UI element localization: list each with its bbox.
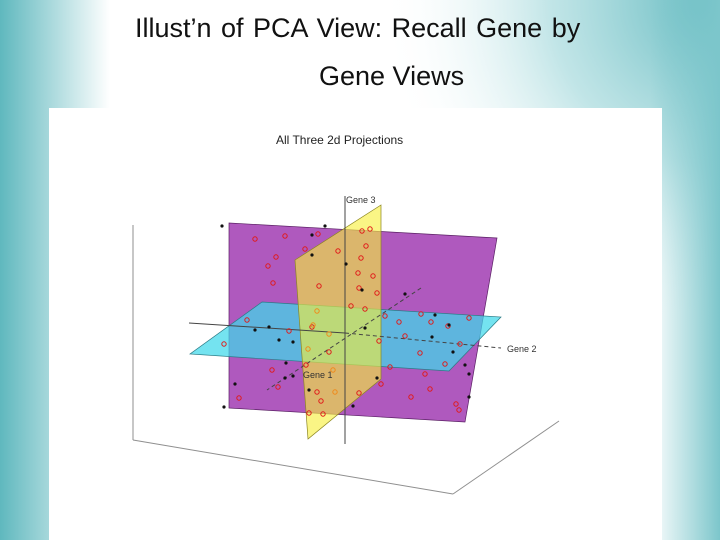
axis-label-gene2: Gene 2	[507, 344, 537, 354]
slide-title-line-1: Illust’n of PCA View: Recall Gene by	[135, 13, 581, 43]
pca-projection-figure: All Three 2d Projections	[49, 108, 662, 540]
slide-title-line-2: Gene Views	[319, 61, 465, 91]
points-open	[221, 226, 472, 417]
axis-label-gene1: Gene 1	[303, 370, 333, 380]
points-orange	[305, 308, 338, 395]
axes	[188, 196, 502, 444]
projection-drawing: All Three 2d Projections	[132, 133, 560, 495]
plane-gene2-gene3	[294, 204, 382, 440]
axis-label-gene3: Gene 3	[346, 195, 376, 205]
axis-labels: Gene 3 Gene 2 Gene 1	[303, 195, 537, 380]
bounding-box	[132, 225, 560, 495]
data-points	[220, 224, 472, 417]
figure-title: All Three 2d Projections	[276, 133, 403, 147]
points-filled	[220, 224, 471, 409]
